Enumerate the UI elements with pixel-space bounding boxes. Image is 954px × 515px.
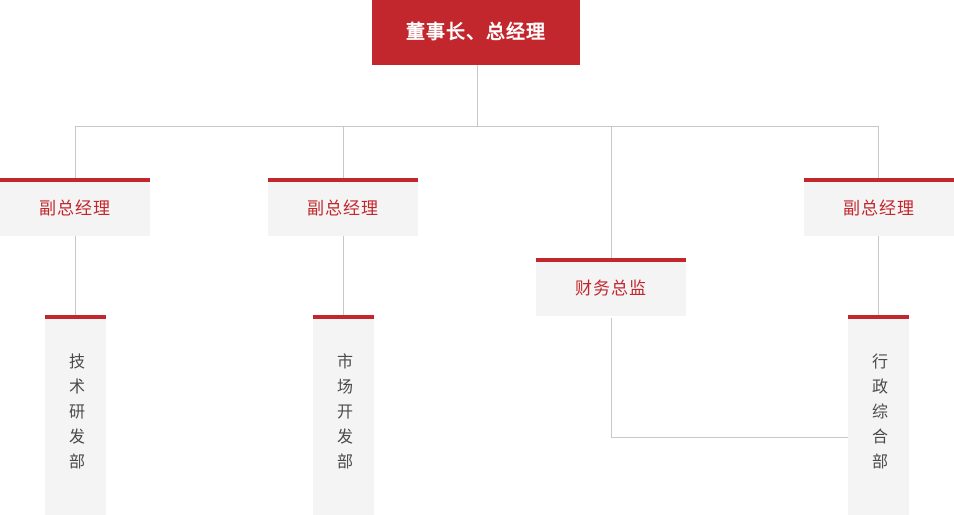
box-deputy-general-manager-2[interactable]: 副总经理 — [268, 178, 418, 236]
box-deputy-general-manager-2-label: 副总经理 — [307, 198, 379, 219]
connector-drop-vgm-2 — [343, 126, 344, 178]
box-department-administration-label: 行政综合部 — [869, 353, 888, 478]
connector-bus — [75, 126, 879, 127]
box-financial-director[interactable]: 财务总监 — [536, 258, 686, 316]
connector-cfo-elbow-vertical — [611, 318, 612, 437]
box-deputy-general-manager-1-label: 副总经理 — [39, 198, 111, 219]
box-department-administration[interactable]: 行政综合部 — [848, 315, 909, 515]
connector-drop-vgm-3 — [878, 126, 879, 178]
connector-drop-vgm-1 — [75, 126, 76, 178]
box-deputy-general-manager-3[interactable]: 副总经理 — [804, 178, 954, 236]
box-department-rnd[interactable]: 技术研发部 — [45, 315, 106, 515]
connector-drop-cfo — [611, 126, 612, 258]
box-deputy-general-manager-1[interactable]: 副总经理 — [0, 178, 150, 236]
connector-root-drop — [477, 65, 478, 126]
box-department-market-label: 市场开发部 — [334, 353, 353, 478]
connector-vgm1-to-rnd — [75, 236, 76, 315]
box-financial-director-label: 财务总监 — [575, 278, 647, 299]
connector-cfo-elbow-horizontal — [611, 437, 849, 438]
box-department-rnd-label: 技术研发部 — [66, 353, 85, 478]
box-chairman-general-manager[interactable]: 董事长、总经理 — [372, 0, 580, 65]
box-deputy-general-manager-3-label: 副总经理 — [843, 198, 915, 219]
connector-vgm3-to-admin — [878, 236, 879, 315]
box-department-market[interactable]: 市场开发部 — [313, 315, 374, 515]
box-chairman-general-manager-label: 董事长、总经理 — [405, 21, 546, 43]
connector-vgm2-to-market — [343, 236, 344, 315]
